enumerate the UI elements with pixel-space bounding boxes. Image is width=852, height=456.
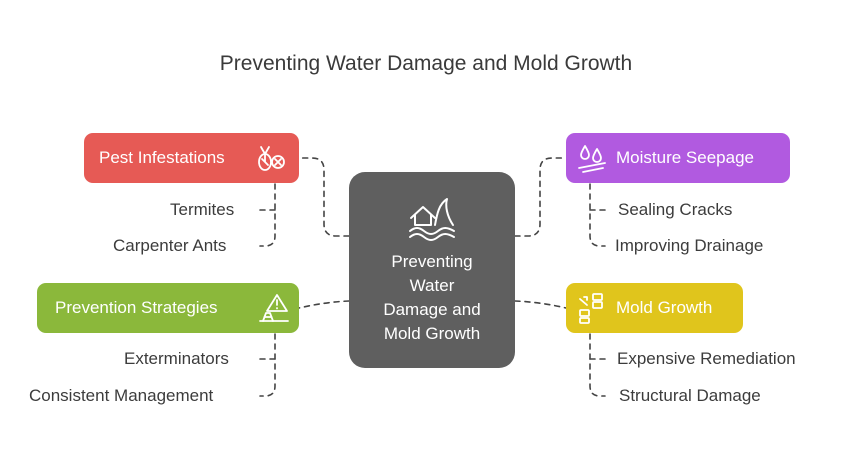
pest-bug-icon [258, 146, 285, 171]
center-label: Preventing Water Damage and Mold Growth [383, 252, 481, 343]
connector-center-moisture [514, 157, 567, 237]
leaf-termites: Termites [170, 200, 235, 219]
node-moisture-seepage: Moisture Seepage [566, 133, 790, 183]
leaf-consistent-management: Consistent Management [29, 386, 214, 405]
diagram-title: Preventing Water Damage and Mold Growth [219, 52, 633, 75]
connector-pest-children [259, 183, 276, 247]
warning-construction-icon [259, 294, 289, 322]
node-pest-infestations: Pest Infestations [84, 133, 299, 183]
leaf-improving-drainage: Improving Drainage [615, 236, 764, 255]
node-mold-growth: Mold Growth [566, 283, 743, 333]
connector-center-pest [298, 157, 350, 237]
leaf-carpenter-ants: Carpenter Ants [113, 236, 227, 255]
node-prevention-label: Prevention Strategies [55, 298, 218, 317]
connector-moisture-children [589, 183, 606, 247]
leaf-exterminators: Exterminators [124, 349, 229, 368]
node-mold-label: Mold Growth [616, 298, 713, 317]
node-prevention-strategies: Prevention Strategies [37, 283, 299, 333]
water-wave-house-icon [409, 198, 455, 241]
water-droplets-icon [578, 145, 606, 173]
connector-mold-children [589, 333, 606, 397]
leaf-expensive-remediation: Expensive Remediation [617, 349, 796, 368]
leaf-sealing-cracks: Sealing Cracks [618, 200, 733, 219]
mold-spores-icon [579, 293, 603, 324]
center-node: Preventing Water Damage and Mold Growth [349, 172, 515, 368]
node-pest-label: Pest Infestations [99, 148, 225, 167]
leaf-structural-damage: Structural Damage [619, 386, 761, 405]
connector-center-mold [514, 300, 567, 309]
node-moisture-label: Moisture Seepage [616, 148, 754, 167]
connector-center-prevention [298, 300, 350, 309]
connector-prevention-children [259, 333, 276, 397]
